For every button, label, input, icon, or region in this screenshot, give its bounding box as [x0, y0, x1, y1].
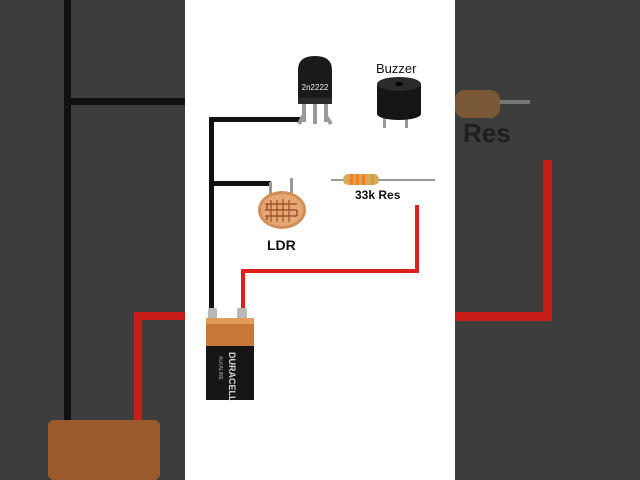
black-wire — [209, 117, 300, 320]
transistor-2n2222: 2n2222 — [297, 56, 333, 126]
bg-red-wire-down — [134, 312, 142, 434]
bg-red-wire-horiz — [455, 312, 552, 321]
resistor-label: 33k Res — [355, 188, 401, 202]
battery-subtitle: ALKALINE — [217, 356, 223, 381]
background-res-text: Res — [463, 118, 511, 148]
background-left-art — [48, 0, 185, 480]
circuit-panel: 2n2222 — [185, 0, 455, 480]
bg-resistor-lead — [500, 100, 530, 104]
battery-brand: DURACELL — [227, 352, 237, 402]
buzzer-label: Buzzer — [376, 61, 417, 76]
red-wire — [241, 205, 419, 319]
resistor-33k — [331, 174, 435, 185]
background-right: Res — [455, 0, 640, 480]
ldr-component — [258, 178, 306, 229]
buzzer-component — [377, 77, 421, 128]
bg-black-wire-branch — [70, 98, 185, 105]
bg-black-wire — [64, 0, 71, 420]
transistor-label: 2n2222 — [302, 83, 329, 92]
ldr-label: LDR — [267, 237, 296, 253]
circuit-diagram: 2n2222 — [206, 56, 435, 402]
bg-red-wire — [134, 312, 185, 320]
bg-resistor-blur — [455, 90, 500, 118]
background-left — [0, 0, 185, 480]
background-right-art — [455, 90, 552, 321]
bg-battery-blur — [48, 420, 160, 480]
battery-9v: DURACELL ALKALINE — [206, 308, 254, 402]
bg-red-wire-vert — [543, 160, 552, 320]
